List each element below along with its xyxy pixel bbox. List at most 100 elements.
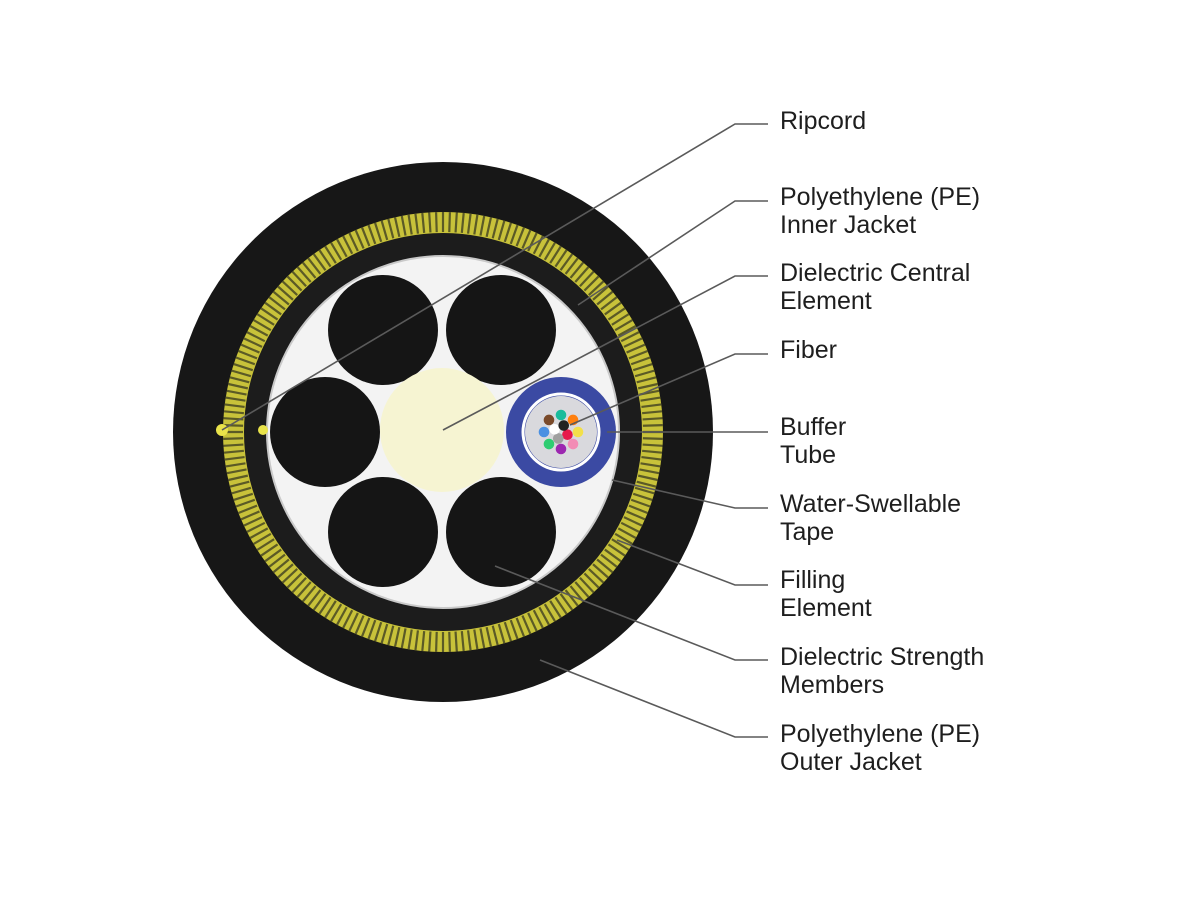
yarn-stripe (260, 307, 279, 321)
yarn-stripe (491, 218, 499, 239)
yarn-stripe (226, 468, 247, 475)
yarn-stripe (521, 229, 532, 249)
yarn-stripe (503, 621, 513, 642)
yarn-stripe (231, 486, 252, 495)
yarn-stripe (421, 631, 426, 652)
buffer-tube-gel (525, 396, 597, 468)
leader-outer-jacket (539, 659, 768, 738)
yarn-stripe (400, 628, 407, 649)
yarn-stripe (318, 249, 332, 268)
yarn-stripe (434, 631, 438, 652)
yarn-stripe (579, 270, 595, 287)
yarn-stripe (301, 585, 317, 603)
yarn-stripe (639, 468, 660, 475)
yarn-stripe (583, 572, 600, 589)
yarn-stripe (559, 253, 574, 271)
yarn-stripe (243, 516, 263, 527)
yarn-stripe (532, 609, 544, 629)
yarn-stripe (223, 410, 244, 415)
yarn-stripe (509, 619, 519, 640)
label-ripcord-line1: Ripcord (780, 107, 866, 135)
label-ripcord: Ripcord (780, 107, 866, 135)
yarn-stripe (296, 266, 312, 283)
yarn-stripe (225, 462, 246, 468)
yarn-stripe (549, 245, 562, 264)
filling-element (328, 275, 438, 385)
yarn-stripe (642, 423, 663, 427)
yarn-stripe (569, 261, 585, 279)
fiber (555, 443, 567, 455)
yarn-stripe (281, 568, 298, 584)
yarn-stripe (515, 617, 526, 637)
yarn-stripe (301, 261, 317, 279)
label-strength-members: Dielectric Strength Members (780, 643, 991, 699)
filling-element (270, 377, 380, 487)
label-filling-element-line2: Element (780, 594, 872, 622)
yarn-stripe (620, 521, 640, 533)
yarn-stripe (632, 362, 653, 372)
yarn-stripe (596, 558, 614, 574)
yarn-stripe (515, 227, 526, 247)
yarn-stripe (632, 492, 653, 502)
yarn-stripe (231, 369, 252, 378)
yarn-stripe (253, 532, 272, 545)
yarn-stripe (460, 212, 465, 233)
yarn-stripe (604, 548, 622, 563)
label-central-element-line2: Element (780, 287, 872, 315)
yarn-stripe (318, 596, 332, 615)
label-central-element-line1: Dielectric Central (780, 259, 970, 287)
yarn-stripe (407, 629, 413, 650)
yarn-stripe (380, 220, 389, 241)
fiber (555, 409, 567, 421)
yarn-stripe (503, 222, 513, 243)
yarn-stripe (626, 343, 646, 354)
fiber (543, 414, 555, 426)
yarn-stripe (491, 625, 499, 646)
label-buffer-tube: Buffer Tube (780, 413, 853, 469)
yarn-stripe (641, 455, 662, 461)
yarn-stripe (623, 337, 643, 348)
yarn-stripe (233, 492, 254, 502)
yarn-stripe (448, 212, 452, 233)
yarn-stripe (223, 423, 244, 427)
yarn-stripe (238, 504, 258, 515)
label-outer-jacket-line2: Outer Jacket (780, 748, 922, 776)
yarn-stripe (277, 285, 294, 301)
filling-element (328, 477, 438, 587)
yarn-stripe (497, 220, 506, 241)
yarn-stripe (272, 290, 290, 306)
yarn-stripe (312, 593, 327, 611)
yarn-stripe (286, 572, 303, 589)
yarn-stripe (238, 349, 258, 360)
yarn-stripe (330, 242, 343, 261)
label-inner-jacket-line1: Polyethylene (PE) (780, 183, 980, 211)
strength-member-yarn (223, 212, 663, 652)
yarn-stripe (414, 630, 420, 651)
yarn-stripe (642, 449, 663, 454)
yarn-stripe (634, 369, 655, 378)
yarn-stripe (264, 548, 282, 563)
label-filling-element: Filling Element (780, 566, 872, 622)
yarn-stripe (564, 257, 579, 275)
yarn-stripe (330, 603, 343, 622)
yarn-stripe (264, 301, 282, 316)
yarn-stripe (354, 229, 365, 249)
yarn-stripe (296, 581, 312, 598)
yarn-stripe (434, 212, 438, 233)
yarn-stripe (407, 214, 413, 235)
yarn-stripe (421, 212, 426, 233)
yarn-stripe (630, 356, 651, 366)
yarn-stripe (607, 307, 626, 321)
yarn-stripe (642, 410, 663, 415)
yarn-stripe (448, 631, 452, 652)
yarn-stripe (549, 600, 562, 619)
yarn-stripe (253, 319, 272, 332)
yarn-stripe (579, 577, 595, 594)
label-strength-members-line1: Dielectric Strength (780, 643, 984, 671)
yarn-stripe (538, 238, 550, 258)
yarn-stripe (373, 621, 383, 642)
label-water-tape: Water-Swellable Tape (780, 490, 968, 546)
yarn-stripe (642, 437, 663, 441)
leader-ripcord (221, 123, 768, 431)
yarn-stripe (268, 553, 286, 568)
